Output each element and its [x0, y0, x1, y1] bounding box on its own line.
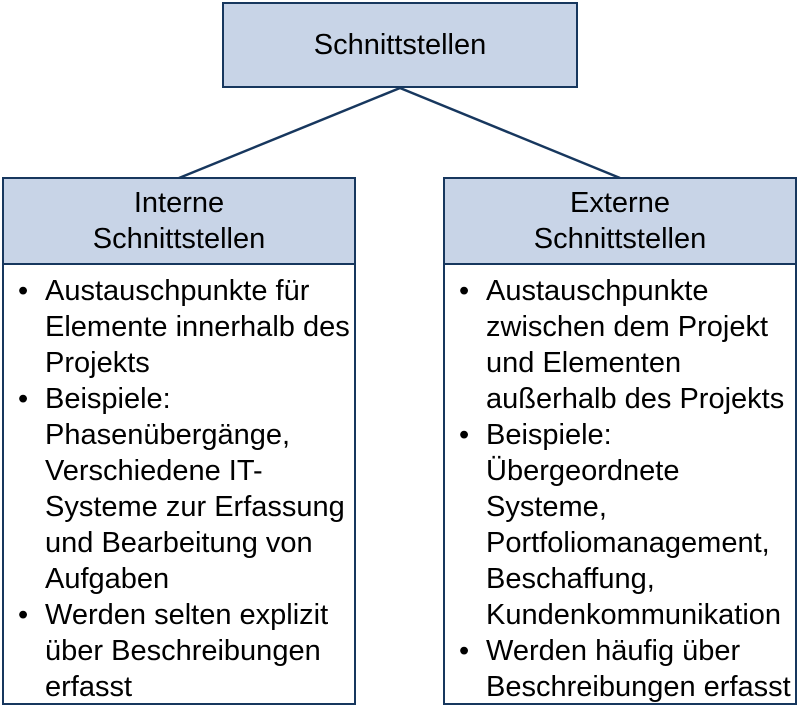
root-box: Schnittstellen: [222, 2, 578, 88]
internal-interfaces-box: Interne Schnittstellen Austauschpunkte f…: [2, 177, 356, 705]
external-box-title-line1: Externe: [570, 187, 670, 219]
external-box-title-line2: Schnittstellen: [533, 223, 707, 255]
bullet-item: Werden häufig über Beschreibungen erfass…: [459, 633, 795, 705]
internal-box-title-line1: Interne: [133, 187, 225, 219]
bullet-item: Austauschpunkte zwischen dem Projekt und…: [459, 273, 795, 417]
bullet-item: Werden selten explizit über Beschreibung…: [18, 597, 354, 705]
internal-box-bullet-list: Austauschpunkte für Elemente innerhalb d…: [4, 265, 354, 705]
bullet-item: Austauschpunkte für Elemente innerhalb d…: [18, 273, 354, 381]
bullet-item: Beispiele: Übergeordnete Systeme, Portfo…: [459, 417, 795, 633]
connector-line-right: [399, 86, 621, 180]
connector-line-left: [178, 86, 401, 180]
internal-box-header: Interne Schnittstellen: [4, 179, 354, 265]
external-box-bullet-list: Austauschpunkte zwischen dem Projekt und…: [445, 265, 795, 705]
external-interfaces-box: Externe Schnittstellen Austauschpunkte z…: [443, 177, 797, 705]
internal-box-title-line2: Schnittstellen: [92, 223, 266, 255]
bullet-item: Beispiele: Phasenübergänge, Verschiedene…: [18, 381, 354, 597]
external-box-header: Externe Schnittstellen: [445, 179, 795, 265]
root-box-title: Schnittstellen: [313, 29, 487, 61]
